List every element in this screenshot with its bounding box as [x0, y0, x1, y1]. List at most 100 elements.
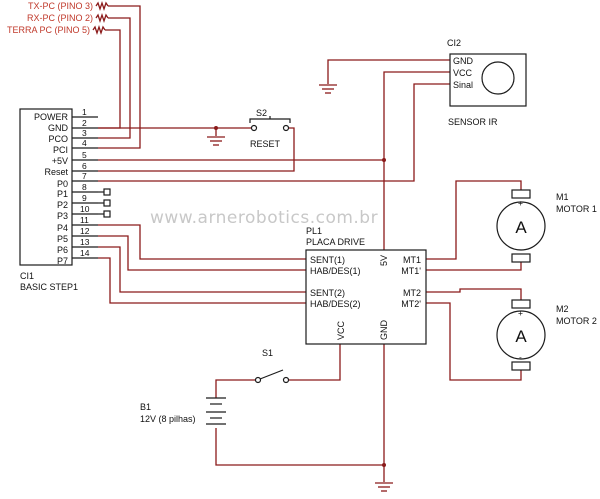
- ground-symbol-sensor-icon: [319, 84, 337, 94]
- m2-brush-top: [511, 299, 531, 309]
- serial-arrow-rx-icon: [95, 12, 109, 24]
- s2-name: RESET: [250, 139, 281, 149]
- ci1-pin-label-reset: Reset: [44, 167, 68, 177]
- m2-name: MOTOR 2: [556, 316, 597, 326]
- b1-ref: B1: [140, 402, 151, 412]
- ci1-pin-label-p2: P2: [57, 200, 68, 210]
- m2-brush-bottom: [511, 361, 531, 371]
- pl1-pin-mt2: MT2: [403, 288, 421, 298]
- pl1-pin-mt2p: MT2': [401, 299, 421, 309]
- pl1-name: PLACA DRIVE: [306, 237, 365, 247]
- serial-arrow-tx-icon: [95, 0, 109, 12]
- m1-minus: -: [519, 244, 522, 254]
- pl1-pin-vcc: VCC: [336, 320, 346, 340]
- ci1-pin-num-8: 8: [82, 182, 87, 192]
- ci1-pin-label-pci: PCI: [53, 145, 68, 155]
- ci1-pin-num-11: 11: [80, 215, 89, 225]
- s2-ref: S2: [256, 108, 267, 118]
- watermark: www.arnerobotics.com.br: [150, 208, 378, 228]
- m1-ref: M1: [556, 192, 569, 202]
- ci1-pin-label-pco: PCO: [48, 134, 68, 144]
- serial-label-rx: RX-PC (PINO 2): [27, 13, 93, 23]
- ci1-pin-num-12: 12: [80, 226, 90, 236]
- battery-icon: [206, 397, 226, 425]
- ci2-pin-signal: Sinal: [453, 80, 473, 90]
- m1-motor: A + - M1 MOTOR 1: [496, 189, 597, 263]
- ci1-name: BASIC STEP1: [20, 282, 78, 292]
- s2-reset-switch: S2 RESET: [249, 108, 291, 149]
- ci1-pin-num-3: 3: [82, 128, 87, 138]
- serial-connector: TX-PC (PINO 3) RX-PC (PINO 2) TERRA PC (…: [7, 0, 109, 36]
- pl1-pin-mt1: MT1: [403, 255, 421, 265]
- pushbutton-icon: [249, 118, 291, 123]
- ci1-pin-label-p3: P3: [57, 211, 68, 221]
- pl1-driver-board: PL1 PLACA DRIVE SENT(1) HAB/DES(1) SENT(…: [305, 226, 427, 345]
- ci1-pin-label-p0: P0: [57, 179, 68, 189]
- pl1-ref: PL1: [306, 226, 322, 236]
- pl1-pin-mt1p: MT1': [401, 266, 421, 276]
- ci1-pin-num-5: 5: [82, 150, 87, 160]
- p2-terminal-icon: [103, 199, 111, 207]
- ci1-pin-num-7: 7: [82, 171, 87, 181]
- pl1-pin-sent2: SENT(2): [310, 288, 345, 298]
- b1-name: 12V (8 pilhas): [140, 414, 196, 424]
- ci1-ref: CI1: [20, 271, 34, 281]
- ci1-pin-label-power: POWER: [34, 112, 69, 122]
- p1-terminal-icon: [103, 188, 111, 196]
- ci2-name: SENSOR IR: [448, 117, 498, 127]
- m2-ref: M2: [556, 304, 569, 314]
- motor-icon: [496, 201, 546, 251]
- p3-terminal-icon: [103, 210, 111, 218]
- m1-symbol: A: [515, 218, 527, 237]
- circuit-wires: [98, 59, 522, 482]
- m2-symbol: A: [515, 327, 527, 346]
- pl1-body: [305, 249, 427, 345]
- toggle-switch-icon: [259, 369, 284, 380]
- m1-brush-top: [511, 189, 531, 199]
- pl1-pin-gnd: GND: [379, 320, 389, 341]
- ci2-sensor-ir: CI2 GND VCC Sinal SENSOR IR: [447, 38, 527, 127]
- ci1-pin-label-p5: P5: [57, 234, 68, 244]
- ci1-pin-num-6: 6: [82, 161, 87, 171]
- m1-brush-bottom: [511, 253, 531, 263]
- m2-plus: +: [518, 308, 523, 318]
- ground-symbol-reset-icon: [207, 136, 225, 146]
- ci1-pin-label-p7: P7: [57, 256, 68, 266]
- ground-symbol-main-icon: [375, 482, 393, 492]
- m1-plus: +: [518, 198, 523, 208]
- ci1-body: [19, 108, 73, 266]
- ci1-pin-label-p1: P1: [57, 189, 68, 199]
- ci2-pin-vcc: VCC: [453, 68, 473, 78]
- ci2-ref: CI2: [447, 38, 461, 48]
- pl1-pin-5v: 5V: [379, 255, 389, 266]
- pl1-pin-habdes1: HAB/DES(1): [310, 266, 361, 276]
- ir-sensor-lens-icon: [481, 61, 515, 95]
- b1-battery: B1 12V (8 pilhas): [140, 397, 226, 425]
- ci2-pin-gnd: GND: [453, 56, 474, 66]
- ci1-pin-num-13: 13: [80, 237, 90, 247]
- ci1-pin-num-10: 10: [80, 204, 90, 214]
- m2-motor: A + - M2 MOTOR 2: [496, 299, 597, 371]
- ci1-basic-step: POWER GND PCO PCI +5V Reset P0 P1 P2 P3 …: [19, 107, 111, 292]
- serial-wires: [98, 5, 141, 149]
- serial-label-ground: TERRA PC (PINO 5): [7, 25, 90, 35]
- pl1-pin-sent1: SENT(1): [310, 255, 345, 265]
- ci1-pin-label-5v: +5V: [52, 156, 68, 166]
- ci1-pin-num-2: 2: [82, 118, 87, 128]
- ci1-pin-label-p6: P6: [57, 245, 68, 255]
- serial-label-tx: TX-PC (PINO 3): [28, 1, 93, 11]
- pl1-pin-habdes2: HAB/DES(2): [310, 299, 361, 309]
- ci1-pin-label-p4: P4: [57, 223, 68, 233]
- motor-icon: [496, 310, 546, 360]
- ci1-pin-label-gnd: GND: [48, 123, 69, 133]
- serial-arrow-ground-icon: [92, 24, 106, 36]
- m2-minus: -: [519, 352, 522, 362]
- s1-power-switch: S1: [254, 348, 290, 384]
- ci1-pin-num-14: 14: [80, 248, 90, 258]
- ci1-pin-num-1: 1: [82, 107, 87, 117]
- m1-name: MOTOR 1: [556, 204, 597, 214]
- ci1-pin-num-9: 9: [82, 193, 87, 203]
- s1-ref: S1: [262, 348, 273, 358]
